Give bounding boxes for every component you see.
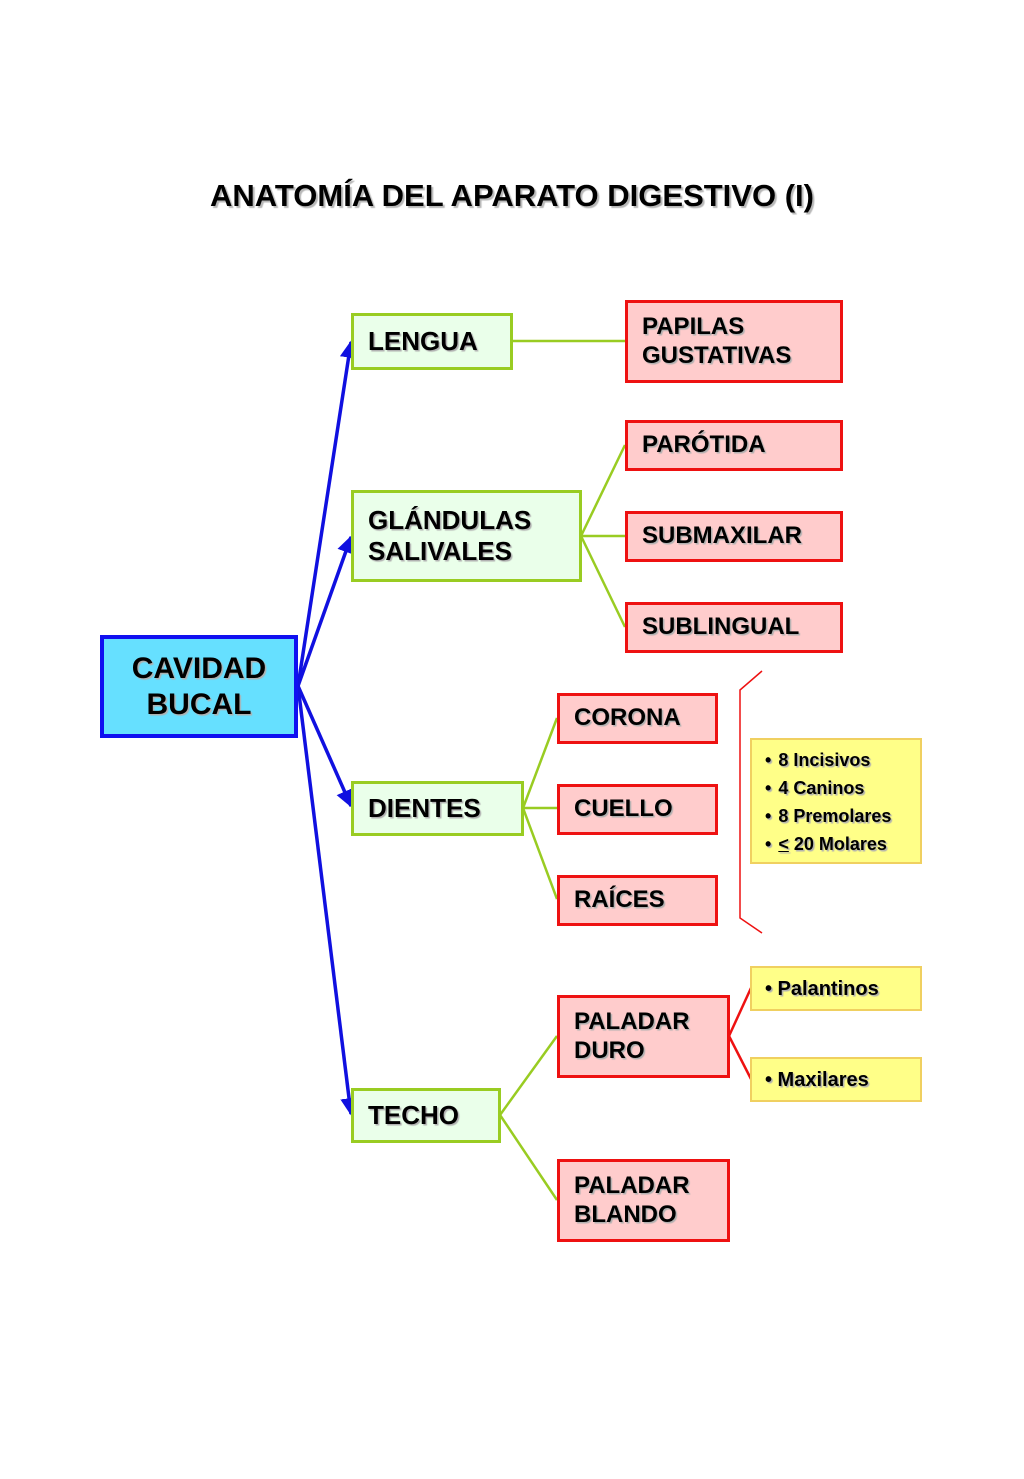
- link-techo-duro: [498, 1035, 559, 1116]
- glandulas-line1: GLÁNDULAS: [368, 504, 532, 535]
- node-corona: CORONA: [557, 693, 718, 744]
- root-line2: BUCAL: [146, 687, 252, 721]
- molares-symbol: <: [778, 834, 789, 854]
- note-palantinos: • Palantinos: [750, 966, 922, 1011]
- teeth-item-incisivos: 8 Incisivos: [765, 746, 920, 774]
- link-duro-palantinos: [727, 987, 753, 1037]
- link-dientes-raices: [521, 807, 559, 900]
- teeth-count-note: 8 Incisivos 4 Caninos 8 Premolares < 20 …: [750, 738, 922, 864]
- paladar-blando-line2: BLANDO: [574, 1200, 677, 1228]
- node-parotida: PARÓTIDA: [625, 420, 843, 471]
- glandulas-line2: SALIVALES: [368, 536, 512, 566]
- paladar-duro-line2: DURO: [574, 1036, 645, 1064]
- arrow-to-lengua: [296, 340, 358, 687]
- node-cuello: CUELLO: [557, 784, 718, 835]
- node-raices: RAÍCES: [557, 875, 718, 926]
- node-dientes: DIENTES: [351, 781, 524, 836]
- teeth-item-molares: < 20 Molares: [765, 830, 920, 858]
- note-maxilares: • Maxilares: [750, 1057, 922, 1102]
- papilas-line2: GUSTATIVAS: [642, 341, 792, 369]
- raices-label: RAÍCES: [574, 886, 665, 914]
- node-sublingual: SUBLINGUAL: [625, 602, 843, 653]
- link-glandulas-sublingual: [579, 535, 627, 628]
- arrow-to-glandulas: [296, 535, 354, 687]
- link-techo-blando: [498, 1114, 559, 1201]
- link-dientes-corona: [521, 717, 559, 809]
- arrow-to-techo: [296, 685, 358, 1116]
- teeth-item-caninos: 4 Caninos: [765, 774, 920, 802]
- palantinos-label: • Palantinos: [765, 977, 879, 1000]
- node-paladar-duro: PALADAR DURO: [557, 995, 730, 1078]
- lengua-label: LENGUA: [368, 325, 478, 356]
- papilas-line1: PAPILAS: [642, 312, 745, 340]
- root-line1: CAVIDAD: [131, 651, 267, 685]
- page-title: ANATOMÍA DEL APARATO DIGESTIVO (I): [210, 178, 814, 213]
- teeth-bracket: [739, 670, 763, 934]
- link-duro-maxilares: [727, 1035, 753, 1080]
- sublingual-label: SUBLINGUAL: [642, 613, 800, 641]
- submaxilar-label: SUBMAXILAR: [642, 522, 802, 550]
- arrow-to-dientes: [296, 685, 353, 808]
- maxilares-label: • Maxilares: [765, 1068, 869, 1091]
- node-submaxilar: SUBMAXILAR: [625, 511, 843, 562]
- teeth-item-premolares: 8 Premolares: [765, 802, 920, 830]
- techo-label: TECHO: [368, 1099, 459, 1130]
- node-glandulas-salivales: GLÁNDULAS SALIVALES: [351, 490, 582, 582]
- paladar-duro-line1: PALADAR: [574, 1007, 690, 1035]
- paladar-blando-line1: PALADAR: [574, 1171, 690, 1199]
- teeth-count-list: 8 Incisivos 4 Caninos 8 Premolares < 20 …: [765, 746, 920, 858]
- cuello-label: CUELLO: [574, 795, 673, 823]
- molares-text: 20 Molares: [788, 834, 887, 854]
- node-lengua: LENGUA: [351, 313, 513, 370]
- link-glandulas-parotida: [579, 444, 627, 537]
- parotida-label: PARÓTIDA: [642, 431, 766, 459]
- node-paladar-blando: PALADAR BLANDO: [557, 1159, 730, 1242]
- node-techo: TECHO: [351, 1088, 501, 1143]
- node-papilas-gustativas: PAPILAS GUSTATIVAS: [625, 300, 843, 383]
- dientes-label: DIENTES: [368, 792, 481, 823]
- corona-label: CORONA: [574, 704, 681, 732]
- node-cavidad-bucal: CAVIDAD BUCAL: [100, 635, 298, 738]
